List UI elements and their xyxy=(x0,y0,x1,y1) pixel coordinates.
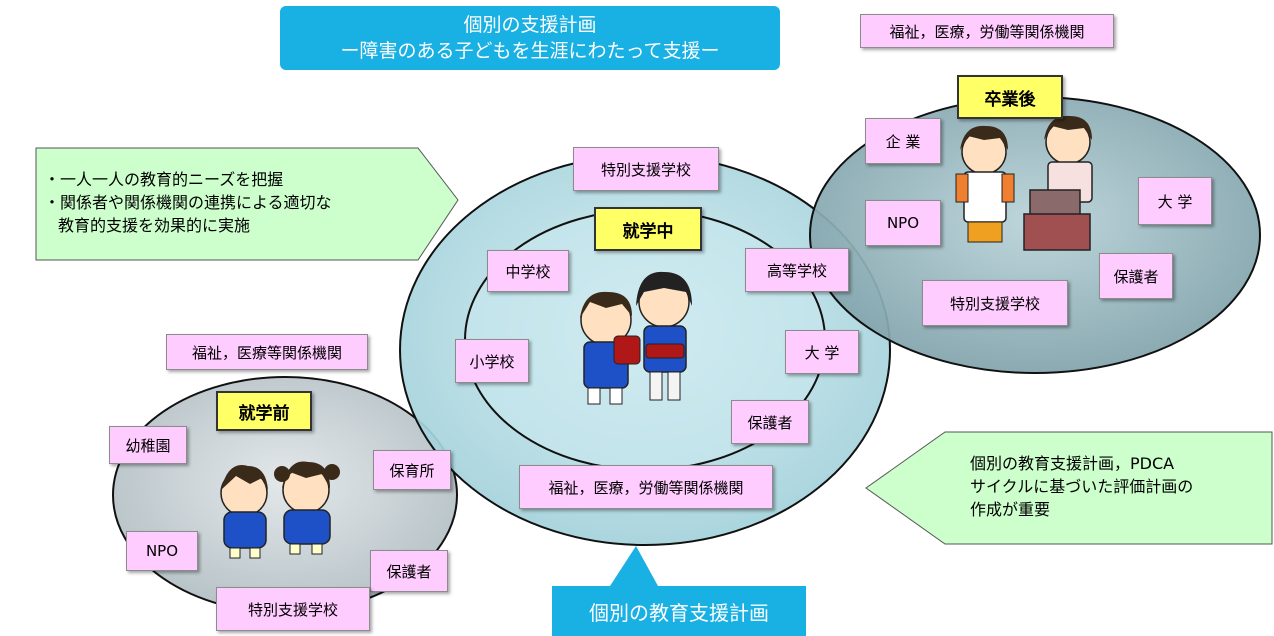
postschool-stage-label: 卒業後 xyxy=(957,75,1063,119)
preschool-children-figure xyxy=(220,461,340,559)
inschool-students-figure xyxy=(580,271,692,405)
inschool-label-agencies: 福祉，医療，労働等関係機関 xyxy=(519,465,773,509)
preschool-label-npo: NPO xyxy=(126,531,198,571)
inschool-label-elementary: 小学校 xyxy=(455,339,529,383)
postschool-workers-figure xyxy=(955,115,1093,251)
preschool-stage-label: 就学前 xyxy=(216,391,312,431)
right-note-arrow xyxy=(865,431,1273,545)
inschool-stage-label: 就学中 xyxy=(594,207,702,251)
title-line1: 個別の支援計画 xyxy=(463,14,597,36)
preschool-label-nursery: 保育所 xyxy=(373,450,451,490)
postschool-label-guardian: 保護者 xyxy=(1099,253,1173,299)
right-note-line1: 個別の教育支援計画，PDCA xyxy=(970,454,1175,473)
left-note-line2: ・関係者や関係機関の連携による適切な xyxy=(44,193,332,212)
inschool-label-high-school: 高等学校 xyxy=(745,248,849,292)
right-note: 個別の教育支援計画，PDCA サイクルに基づいた評価計画の 作成が重要 xyxy=(970,452,1260,521)
preschool-label-welfare: 福祉，医療等関係機関 xyxy=(166,334,368,370)
left-note-line3: 教育的支援を効果的に実施 xyxy=(58,216,251,235)
bottom-callout-pointer xyxy=(610,546,658,586)
postschool-label-company: 企 業 xyxy=(865,118,941,164)
title-box: 個別の支援計画 ー障害のある子どもを生涯にわたって支援ー xyxy=(280,6,780,70)
left-note: ・一人一人の教育的ニーズを把握 ・関係者や関係機関の連携による適切な 教育的支援… xyxy=(44,168,414,237)
title-line2: ー障害のある子どもを生涯にわたって支援ー xyxy=(340,40,720,62)
preschool-label-special-school: 特別支援学校 xyxy=(216,587,370,631)
inschool-label-guardian: 保護者 xyxy=(731,400,809,444)
right-note-line2: サイクルに基づいた評価計画の xyxy=(970,477,1194,496)
right-note-line3: 作成が重要 xyxy=(970,500,1051,519)
bottom-callout: 個別の教育支援計画 xyxy=(552,586,806,636)
postschool-label-npo: NPO xyxy=(865,200,941,246)
inschool-label-junior-high: 中学校 xyxy=(487,250,569,292)
postschool-label-university: 大 学 xyxy=(1138,177,1212,225)
top-right-agency-label: 福祉，医療，労働等関係機関 xyxy=(860,14,1114,48)
left-note-arrow xyxy=(35,147,459,261)
preschool-label-kindergarten: 幼稚園 xyxy=(109,426,187,464)
left-note-line1: ・一人一人の教育的ニーズを把握 xyxy=(44,170,284,189)
inschool-label-special-school: 特別支援学校 xyxy=(573,147,719,191)
inschool-label-university: 大 学 xyxy=(785,330,859,374)
postschool-label-special-school: 特別支援学校 xyxy=(922,280,1068,326)
preschool-label-guardian: 保護者 xyxy=(370,550,448,592)
